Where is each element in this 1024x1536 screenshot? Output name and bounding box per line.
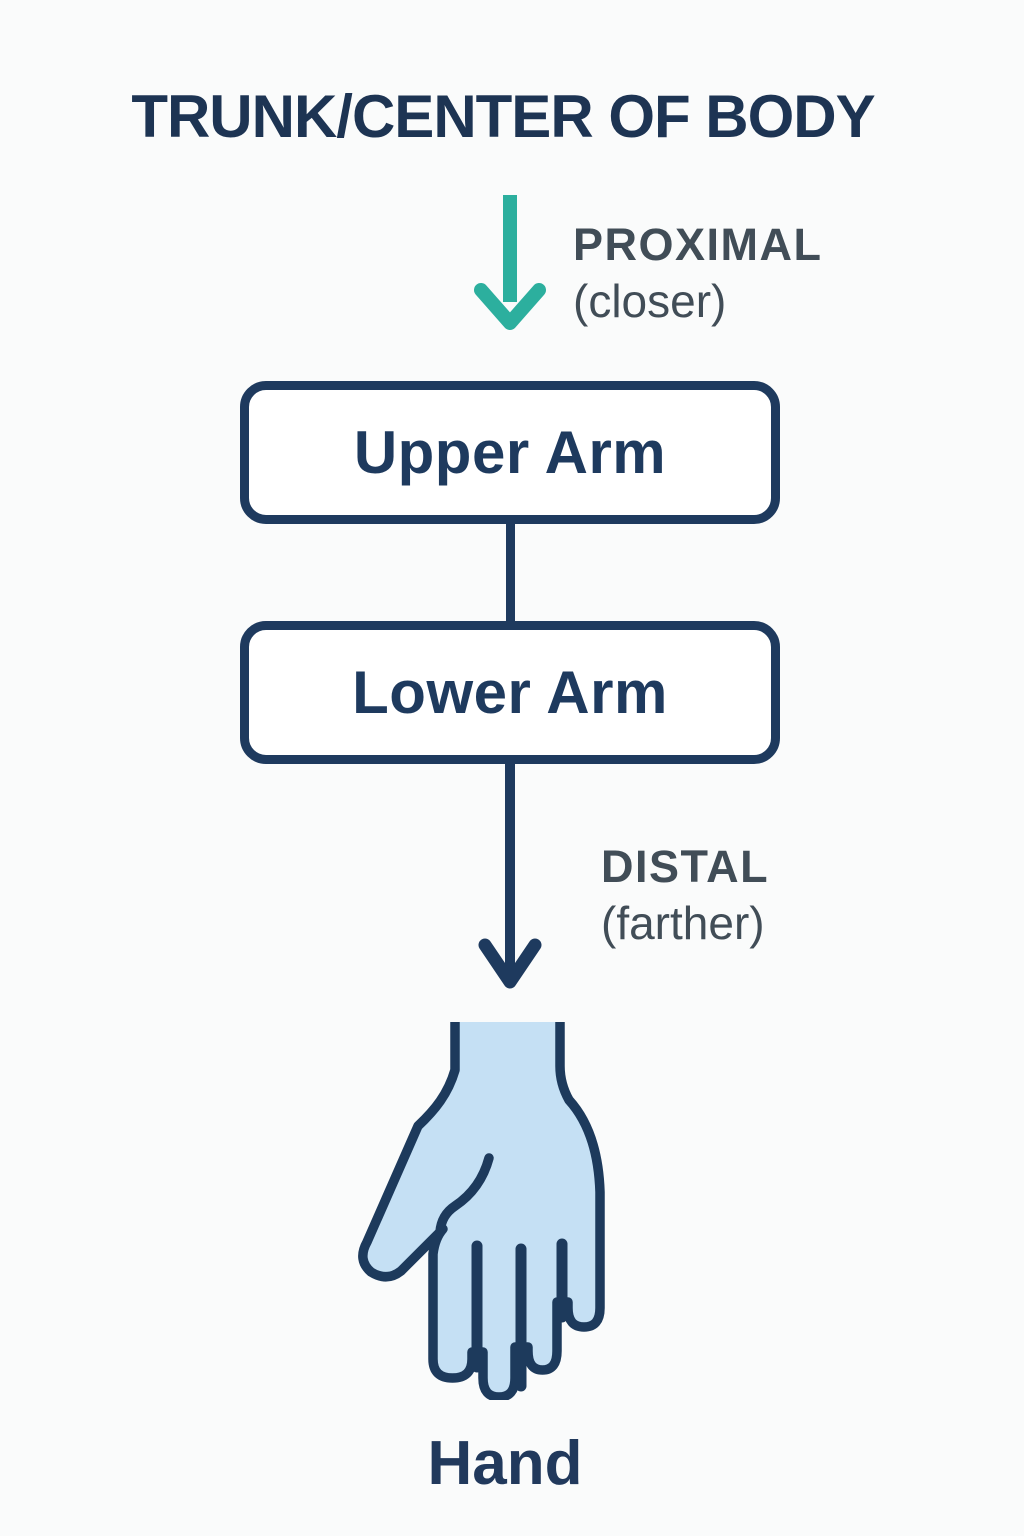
distal-label: DISTAL [601, 841, 770, 892]
distal-sublabel: (farther) [601, 897, 765, 949]
lower-arm-box: Lower Arm [240, 621, 780, 764]
distal-arrow-icon [478, 760, 542, 989]
proximal-arrow-icon [474, 195, 546, 330]
lower-arm-label: Lower Arm [352, 659, 668, 726]
box-connector-line [506, 518, 515, 630]
proximal-label-group: PROXIMAL (closer) [573, 216, 823, 328]
diagram-title: TRUNK/CENTER OF BODY [131, 83, 875, 150]
upper-arm-box: Upper Arm [240, 381, 780, 524]
hand-label: Hand [427, 1429, 583, 1498]
proximal-label: PROXIMAL [573, 219, 823, 270]
distal-label-group: DISTAL (farther) [601, 838, 769, 950]
upper-arm-label: Upper Arm [353, 419, 667, 486]
proximal-sublabel: (closer) [573, 275, 727, 327]
hand-icon [358, 1022, 605, 1400]
